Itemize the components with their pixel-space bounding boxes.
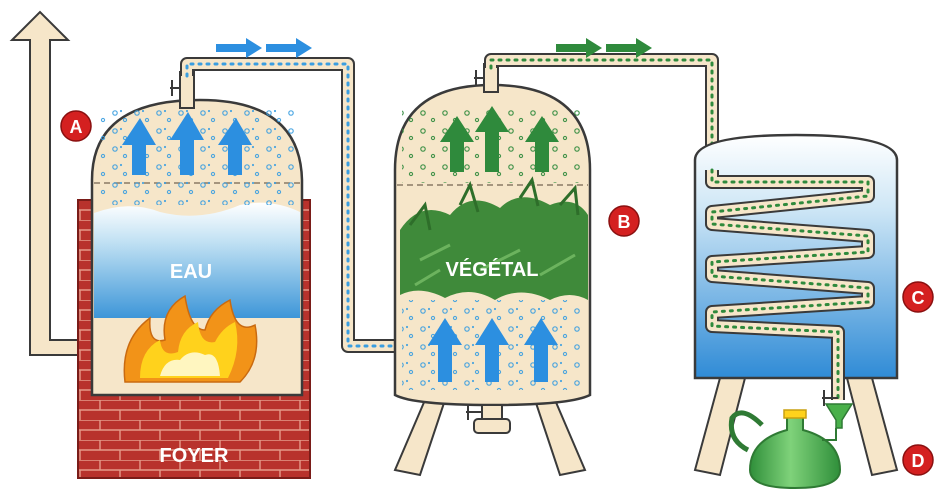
- plant-tank: VÉGÉTAL: [395, 64, 590, 475]
- marker-a: A: [61, 111, 91, 141]
- collecting-flask: [731, 410, 840, 488]
- marker-d: D: [903, 445, 933, 475]
- funnel: [826, 404, 852, 428]
- marker-a-label: A: [70, 117, 83, 137]
- water-label: EAU: [170, 261, 212, 283]
- plant-label: VÉGÉTAL: [446, 258, 539, 281]
- marker-c: C: [903, 282, 933, 312]
- marker-b: B: [609, 206, 639, 236]
- valve-icon: [466, 404, 510, 433]
- marker-d-label: D: [912, 451, 925, 471]
- marker-b-label: B: [618, 212, 631, 232]
- boiler-tank: EAU FOYER: [78, 72, 310, 478]
- furnace-label: FOYER: [160, 445, 229, 467]
- steam-inlet-arrows: [428, 318, 558, 382]
- marker-c-label: C: [912, 288, 925, 308]
- flow-right-arrow-icon: [216, 38, 312, 58]
